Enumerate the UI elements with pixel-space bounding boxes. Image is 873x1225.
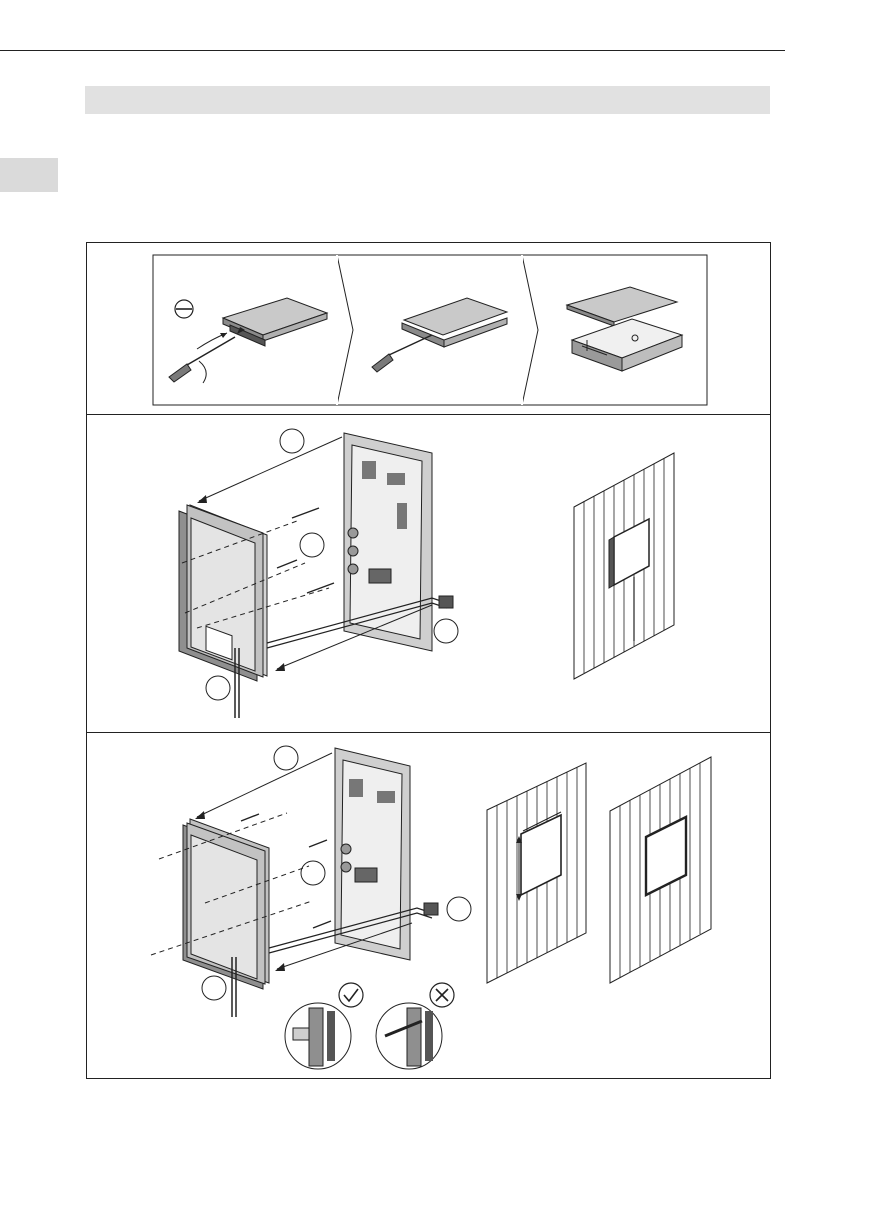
stage3-cover-lifted xyxy=(567,287,682,371)
step3-flush-mount-panel xyxy=(151,746,711,1069)
top-rule xyxy=(0,50,785,51)
screwdriver-2 xyxy=(372,335,432,372)
section-header-bar xyxy=(85,86,770,114)
correct-mount-detail xyxy=(285,1003,351,1069)
installation-figure xyxy=(86,242,771,1079)
screwdriver-1 xyxy=(169,327,245,383)
check-circle-icon xyxy=(339,983,363,1007)
language-side-tab xyxy=(0,158,58,192)
cross-circle-icon xyxy=(430,983,454,1007)
stage2-controller-lifting xyxy=(402,298,507,347)
stage1-controller-closed xyxy=(223,298,327,346)
wrong-mount-detail xyxy=(376,1003,442,1069)
step2-surface-mount-panel xyxy=(179,429,674,718)
flat-screwdriver-icon xyxy=(175,300,193,318)
